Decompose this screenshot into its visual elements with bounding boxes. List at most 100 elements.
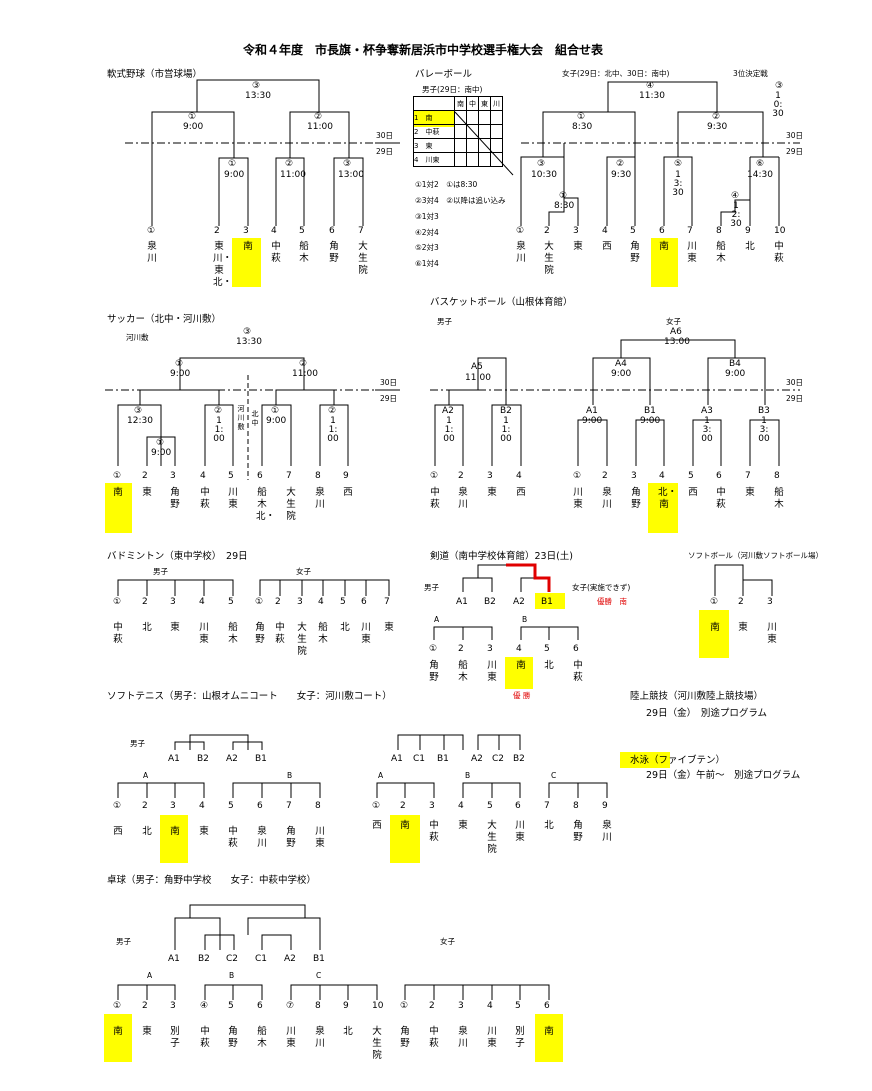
kendo-slot-1: ① (429, 644, 438, 654)
bb-b2: B2 (500, 406, 512, 416)
bg-team-4: 北・南 (658, 487, 678, 510)
softball-team-3: 川東 (767, 622, 777, 645)
volleyball-slot-8: 8 (716, 226, 722, 236)
st-girls-slot-1: ① (372, 801, 381, 811)
softball-slot-1: ① (710, 597, 719, 607)
baseball-final-circle: ③ (252, 81, 261, 91)
highlight-tabletennis-boys-minami (104, 1014, 132, 1062)
highlight-softtennis-girls-minami (390, 815, 420, 863)
kendo-team-4: 南 (516, 660, 526, 671)
tt-girls-slot-2: 2 (429, 1001, 435, 1011)
volleyball-team-2: 大生院 (544, 241, 554, 276)
vb-r4-circle: ⑥ (756, 159, 765, 169)
bd-girls-slot-6: 6 (361, 597, 367, 607)
soccer-team-8: 泉川 (315, 487, 325, 510)
st-boys-slot-1: ① (113, 801, 122, 811)
bg-slot-6: 6 (716, 471, 722, 481)
kendo-win-label: 優 勝 (513, 691, 531, 700)
tt-block-6: B1 (313, 954, 325, 964)
tt-girls-team-5: 別子 (515, 1026, 525, 1049)
soccer-slot-3: 3 (170, 471, 176, 481)
vb-final-time: 11:30 (639, 91, 665, 101)
st-girls-slot-7: 7 (544, 801, 550, 811)
volleyball-slot-1: ① (516, 226, 525, 236)
bg-team-8: 船木 (774, 487, 784, 510)
bg-a1: A1 (586, 406, 598, 416)
swimming-schedule: 29日（金）午前～ 別途プログラム (646, 770, 801, 781)
baseball-team-5: 船木 (299, 241, 309, 264)
volleyball-team-10: 中萩 (774, 241, 784, 264)
bd-boys-slot-3: 3 (170, 597, 176, 607)
softball-team-2: 東 (738, 622, 748, 633)
tt-group-c: C (316, 971, 322, 980)
soccer-slot-4: 4 (200, 471, 206, 481)
tt-block-3: C2 (226, 954, 239, 964)
bg-slot-8: 8 (774, 471, 780, 481)
kendo-team-1: 角野 (429, 660, 439, 683)
bg-team-7: 東 (745, 487, 755, 498)
highlight-kendo-b1 (535, 593, 565, 609)
tt-boys-team-1: 南 (113, 1026, 123, 1037)
baseball-team-1: 泉川 (147, 241, 157, 264)
soccer-team-1: 南 (113, 487, 123, 498)
st-girls-slot-2: 2 (400, 801, 406, 811)
volleyball-team-4: 西 (602, 241, 612, 252)
st-girls-block-6: B2 (513, 754, 525, 764)
soccer-q1-time: 12:30 (127, 416, 153, 426)
baseball-day29: 29日 (376, 147, 394, 156)
st-boys-block-1: A1 (168, 754, 180, 764)
volleyball-match: ②3対4 ②以降は追い込み (415, 196, 506, 205)
st-girls-team-5: 大生院 (487, 820, 497, 855)
volleyball-slot-10: 10 (774, 226, 786, 236)
basketball-boys: 男子 (437, 317, 452, 326)
soccer-q4-time: 11:00 (327, 416, 339, 444)
bd-girls-team-6: 川東 (361, 622, 371, 645)
st-boys-group-b: B (287, 771, 293, 780)
tt-girls: 女子 (440, 937, 455, 946)
st-boys-slot-5: 5 (228, 801, 234, 811)
kendo-girls-note: 女子(実施できず) (572, 583, 631, 592)
kendo-block-b2: B2 (484, 597, 496, 607)
st-girls-block-4: A2 (471, 754, 483, 764)
bg-slot-4: 4 (659, 471, 665, 481)
soccer-day30: 30日 (380, 378, 398, 387)
vb-r1-circle: ③ (537, 159, 546, 169)
tt-block-5: A2 (284, 954, 296, 964)
st-boys-team-2: 北 (142, 826, 152, 837)
bd-boys-slot-1: ① (113, 597, 122, 607)
volleyball-team-1: 泉川 (516, 241, 526, 264)
st-boys-team-5: 中萩 (228, 826, 238, 849)
st-girls-team-1: 西 (372, 820, 382, 831)
basketball-girls: 女子 (666, 317, 681, 326)
bb-a2: A2 (442, 406, 454, 416)
baseball-slot-4: 4 (271, 226, 277, 236)
soccer-q2-circle: ② (214, 406, 223, 416)
soccer-s1-time: 9:00 (170, 369, 191, 379)
vb-p1-time: 8:30 (554, 201, 575, 211)
baseball-semi2-time: 11:00 (307, 122, 333, 132)
softball-slot-3: 3 (767, 597, 773, 607)
tt-girls-slot-3: 3 (458, 1001, 464, 1011)
bg-a6-time: 13:00 (664, 337, 690, 347)
soccer-sub: 河川敷 (126, 333, 149, 342)
bb-slot-2: 2 (458, 471, 464, 481)
kendo-group-b: B (522, 615, 528, 624)
kendo-team-5: 北 (544, 660, 554, 671)
st-boys-team-4: 東 (199, 826, 209, 837)
tt-boys-slot-10: 10 (372, 1001, 384, 1011)
swimming-heading: 水泳（ファイブテン） (630, 755, 726, 766)
tt-boys-slot-6: 6 (257, 1001, 263, 1011)
highlight-swimming (620, 752, 670, 768)
st-girls-slot-3: 3 (429, 801, 435, 811)
highlight-kendo-minami (505, 657, 533, 689)
highlight-basketball-minami (648, 483, 678, 533)
tt-boys-slot-2: 2 (142, 1001, 148, 1011)
tt-group-b: B (229, 971, 235, 980)
tt-girls-slot-1: ① (400, 1001, 409, 1011)
bd-boys-team-3: 東 (170, 622, 180, 633)
soccer-team-5: 川東 (228, 487, 238, 510)
soccer-p1-circle: ① (156, 438, 165, 448)
baseball-team-2: 東川・東北・ (213, 241, 233, 288)
vb-day29: 29日 (786, 147, 804, 156)
